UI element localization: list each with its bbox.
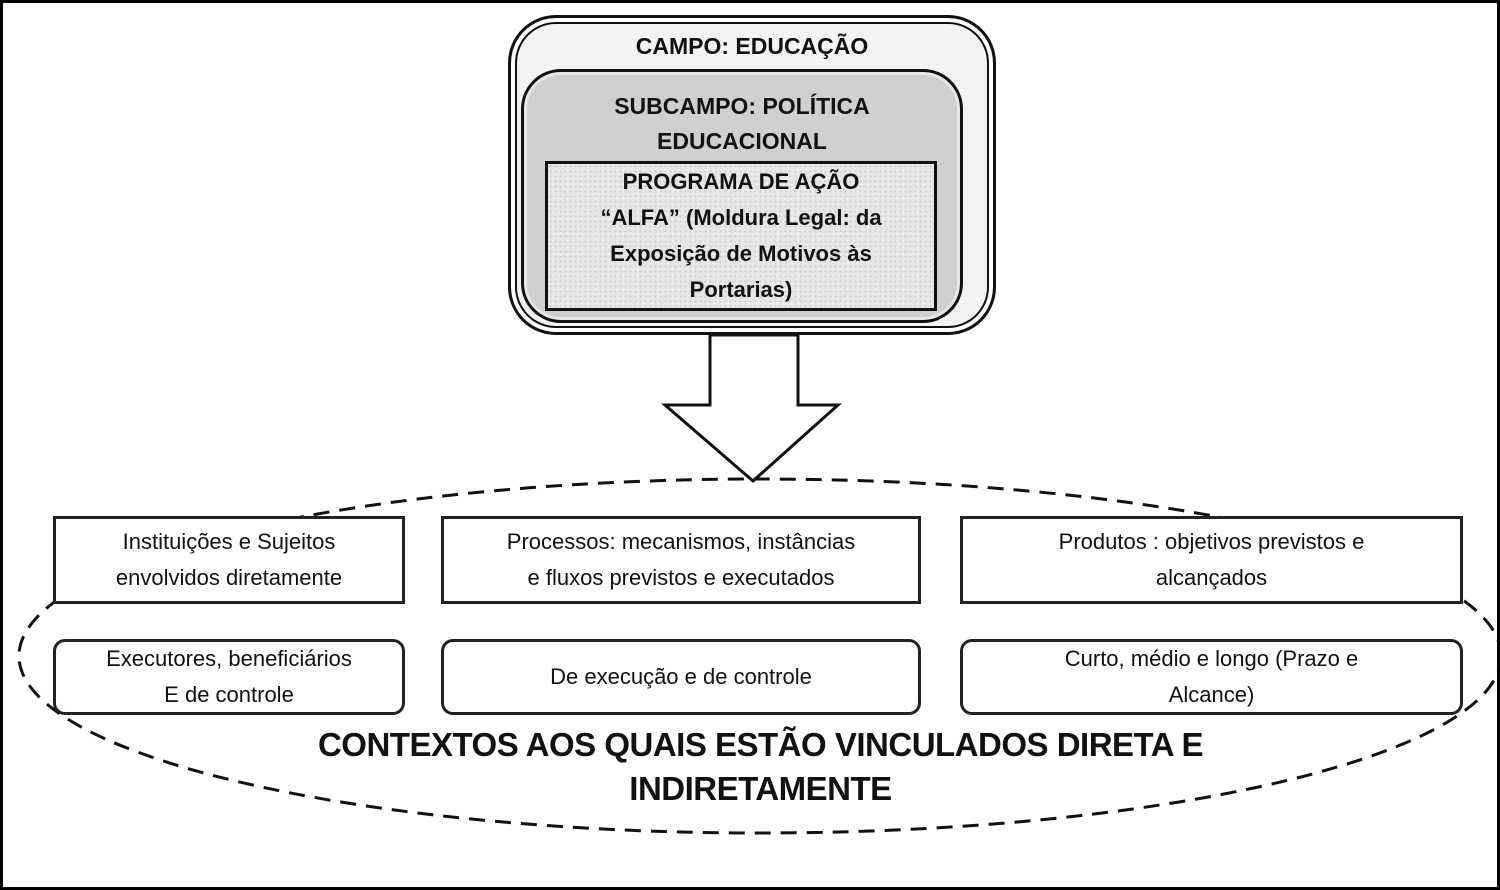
context-line: INDIRETAMENTE [629,770,892,807]
campo-label: CAMPO: EDUCAÇÃO [635,33,869,59]
category-detail-line: E de controle [164,682,294,707]
category-title-box: Instituições e Sujeitos envolvidos diret… [53,516,405,604]
programa-line: Exposição de Motivos às [610,241,872,266]
connectors [17,333,1497,835]
category-title-box: Processos: mecanismos, instâncias e flux… [441,516,921,604]
category-title-line: e fluxos previstos e executados [527,565,835,590]
category-title-line: alcançados [1155,565,1268,590]
category-detail-line: Alcance) [1168,682,1255,707]
context-line: CONTEXTOS AOS QUAIS ESTÃO VINCULADOS DIR… [317,726,1204,763]
subcampo-line: EDUCACIONAL [657,128,827,154]
category-title-box: Produtos : objetivos previstos e alcança… [960,516,1463,604]
programa-line: PROGRAMA DE AÇÃO [622,169,860,194]
programa-box: PROGRAMA DE AÇÃO “ALFA” (Moldura Legal: … [545,161,937,311]
category-title-line: Instituições e Sujeitos [122,529,336,554]
category-detail-line: De execução e de controle [550,664,812,689]
category-title-line: Produtos : objetivos previstos e [1058,529,1365,554]
category-title-line: envolvidos diretamente [115,565,343,590]
subcampo-label: SUBCAMPO: POLÍTICA EDUCACIONAL [521,89,963,159]
category-detail-line: Curto, médio e longo (Prazo e [1064,646,1359,671]
context-ellipse [17,477,1497,835]
programa-line: “ALFA” (Moldura Legal: da [600,205,882,230]
down-arrow [660,333,842,483]
category-detail-box: Curto, médio e longo (Prazo e Alcance) [960,639,1463,715]
context-label: CONTEXTOS AOS QUAIS ESTÃO VINCULADOS DIR… [3,723,1497,811]
category-detail-box: De execução e de controle [441,639,921,715]
category-detail-line: Executores, beneficiários [106,646,352,671]
subcampo-line: SUBCAMPO: POLÍTICA [614,93,870,119]
programa-line: Portarias) [689,277,793,302]
category-detail-box: Executores, beneficiários E de controle [53,639,405,715]
category-title-line: Processos: mecanismos, instâncias [506,529,856,554]
